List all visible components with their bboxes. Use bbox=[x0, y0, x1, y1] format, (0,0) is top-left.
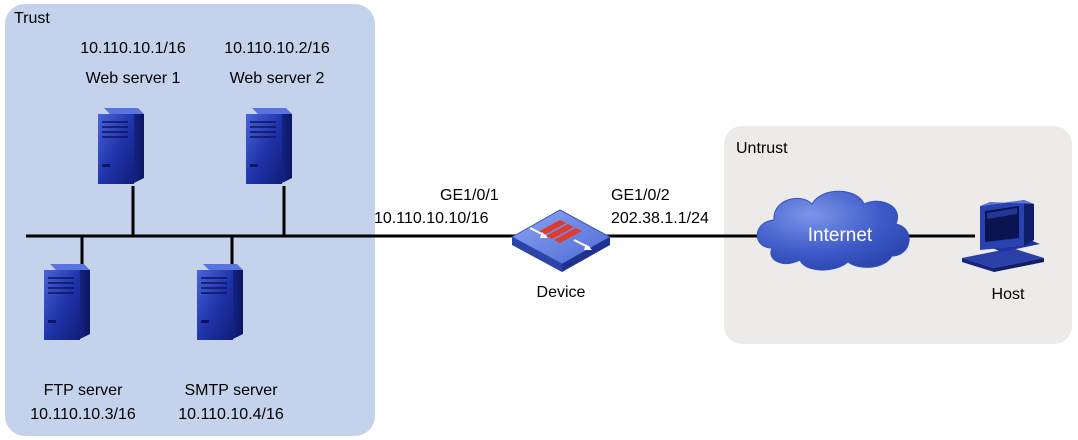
web-server-1-icon bbox=[97, 107, 145, 185]
internet-cloud-icon bbox=[756, 190, 910, 271]
web-server-1-name: Web server 1 bbox=[85, 70, 181, 87]
host-computer-icon bbox=[962, 200, 1044, 272]
web-server-1-ip: 10.110.10.1/16 bbox=[80, 40, 186, 57]
smtp-server-icon bbox=[196, 263, 244, 341]
untrust-zone-label: Untrust bbox=[736, 140, 788, 157]
smtp-server-name: SMTP server bbox=[184, 382, 278, 399]
port1-name: GE1/0/1 bbox=[440, 187, 499, 204]
port1-ip: 10.110.10.10/16 bbox=[374, 210, 489, 227]
trust-zone bbox=[5, 4, 375, 436]
ftp-server-icon bbox=[43, 263, 91, 341]
smtp-server-ip: 10.110.10.4/16 bbox=[178, 406, 284, 423]
ftp-server-ip: 10.110.10.3/16 bbox=[30, 406, 136, 423]
web-server-2-icon bbox=[245, 107, 293, 185]
ftp-server-name: FTP server bbox=[43, 382, 123, 399]
host-label: Host bbox=[991, 286, 1025, 303]
web-server-2-ip: 10.110.10.2/16 bbox=[224, 40, 330, 57]
port2-name: GE1/0/2 bbox=[611, 187, 670, 204]
web-server-2-name: Web server 2 bbox=[229, 70, 325, 87]
trust-zone-label: Trust bbox=[14, 10, 50, 27]
device-firewall-icon bbox=[510, 209, 612, 272]
internet-label: Internet bbox=[807, 225, 873, 246]
device-name: Device bbox=[536, 284, 586, 301]
port2-ip: 202.38.1.1/24 bbox=[611, 210, 709, 227]
